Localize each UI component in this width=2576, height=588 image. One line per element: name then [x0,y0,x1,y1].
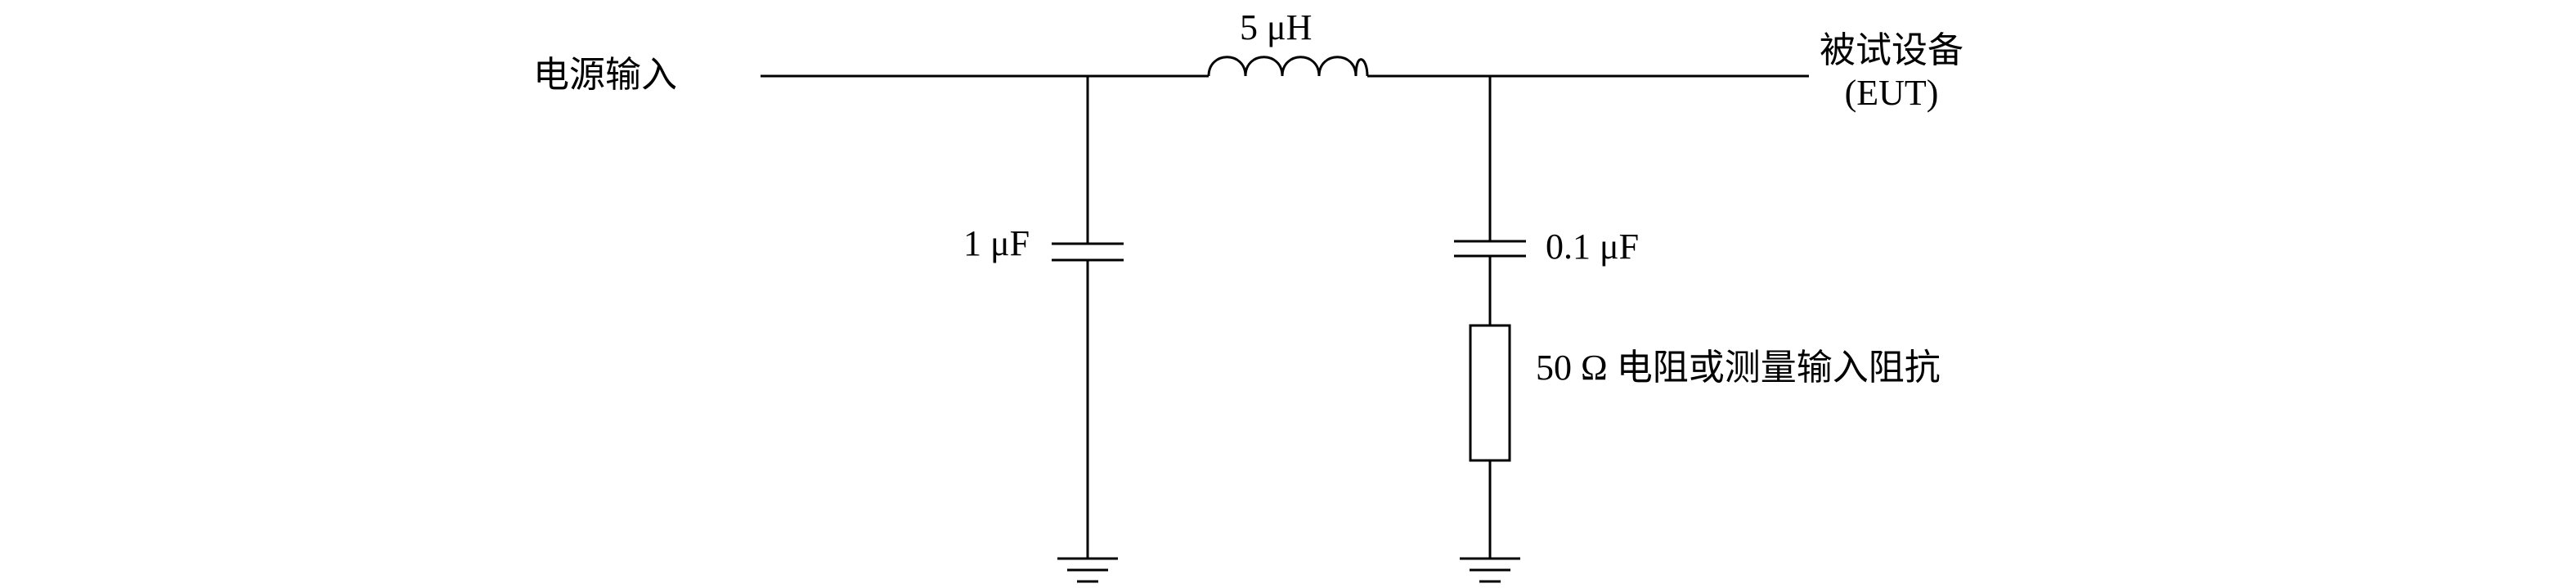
ground-symbol-1 [1057,557,1118,583]
eut-label-line1: 被试设备 [1820,30,1963,70]
ground-symbol-2 [1460,557,1520,583]
power-input-label: 电源输入 [533,55,677,95]
inductor-coil [1207,56,1369,77]
resistor [1469,324,1511,462]
eut-label-line2: (EUT) [1844,73,1939,113]
eut-label: 被试设备 (EUT) [1806,33,1977,111]
c2-label: 0.1 μF [1546,227,1640,267]
resistor-label: 50 Ω 电阻或测量输入阻抗 [1536,348,1941,388]
inductor-label: 5 μH [1240,7,1313,47]
c1-label: 1 μF [963,223,1030,263]
